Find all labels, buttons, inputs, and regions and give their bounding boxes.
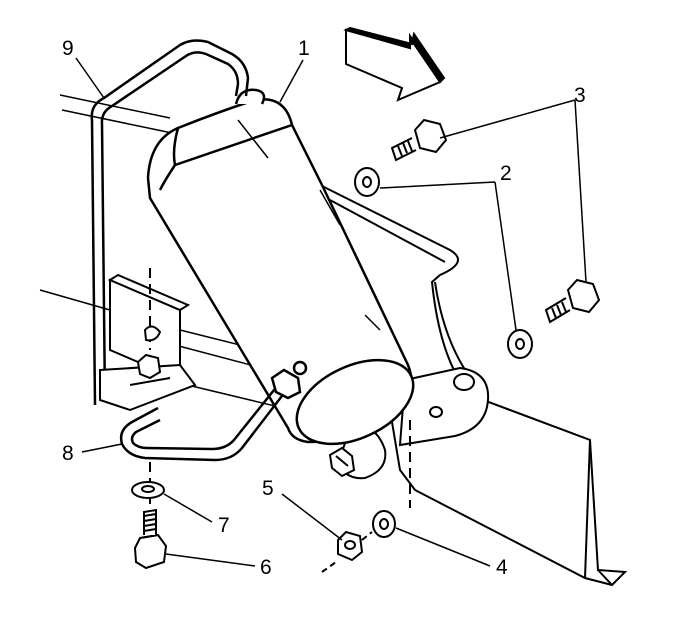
washer-upper-right bbox=[354, 167, 380, 197]
callout-6: 6 bbox=[260, 556, 272, 579]
mounting-bracket bbox=[318, 183, 628, 587]
washer-lower-right bbox=[507, 329, 533, 359]
vent-pipe bbox=[90, 39, 250, 406]
callout-labels: 1 2 3 4 5 6 7 8 9 bbox=[62, 37, 586, 579]
canister-body bbox=[146, 88, 415, 446]
bolt-lower-left bbox=[133, 462, 168, 570]
lower-bracket bbox=[99, 268, 197, 412]
callout-4: 4 bbox=[496, 556, 508, 579]
callout-5: 5 bbox=[262, 477, 274, 500]
bolt-lower-right bbox=[544, 278, 601, 324]
callout-9: 9 bbox=[62, 37, 74, 60]
leader-lines bbox=[75, 57, 587, 567]
callout-2: 2 bbox=[500, 162, 512, 185]
purge-line bbox=[119, 360, 308, 462]
callout-1: 1 bbox=[298, 37, 310, 60]
callout-3: 3 bbox=[574, 84, 586, 107]
canister-stud bbox=[328, 446, 356, 478]
nut-bottom bbox=[321, 530, 373, 573]
callout-7: 7 bbox=[218, 514, 230, 537]
bolt-upper-right bbox=[390, 118, 448, 162]
washer-lower-left bbox=[131, 481, 165, 499]
forward-direction-arrow-icon bbox=[343, 26, 446, 102]
callout-8: 8 bbox=[62, 442, 74, 465]
washer-bottom bbox=[372, 420, 411, 538]
